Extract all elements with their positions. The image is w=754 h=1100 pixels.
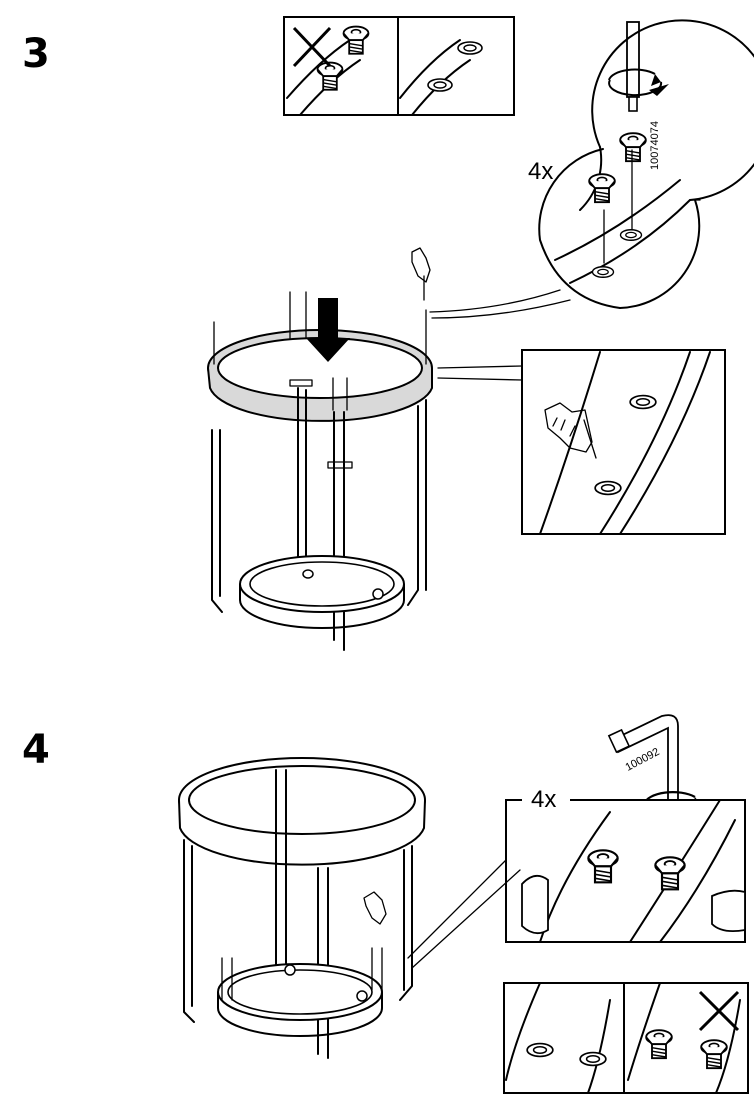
downward-arrow-icon bbox=[306, 298, 350, 362]
step4-wrong-right-panels bbox=[503, 982, 749, 1094]
step4-hex-key bbox=[607, 714, 712, 833]
hand-pointer-icon bbox=[411, 247, 431, 301]
wrong-cross-icon bbox=[292, 26, 332, 68]
quantity-label: 4x bbox=[527, 788, 561, 812]
step4-table bbox=[178, 757, 426, 1059]
step-number: 4 bbox=[22, 727, 50, 773]
hand-pressing-icon bbox=[544, 402, 597, 459]
quantity-label: 4x bbox=[528, 158, 554, 185]
step3-table bbox=[207, 247, 433, 651]
wrong-cross-icon bbox=[698, 990, 740, 1032]
step-number: 3 bbox=[22, 31, 50, 77]
part-number: 10074074 bbox=[649, 121, 661, 170]
step3-wrong-right-panels bbox=[283, 16, 515, 116]
step3-screw-callout bbox=[429, 19, 754, 319]
step3-hole-detail bbox=[437, 349, 726, 535]
step3-hex-key bbox=[608, 21, 670, 163]
step4-screw-callout bbox=[407, 799, 746, 969]
hand-pointer-icon bbox=[363, 891, 387, 925]
